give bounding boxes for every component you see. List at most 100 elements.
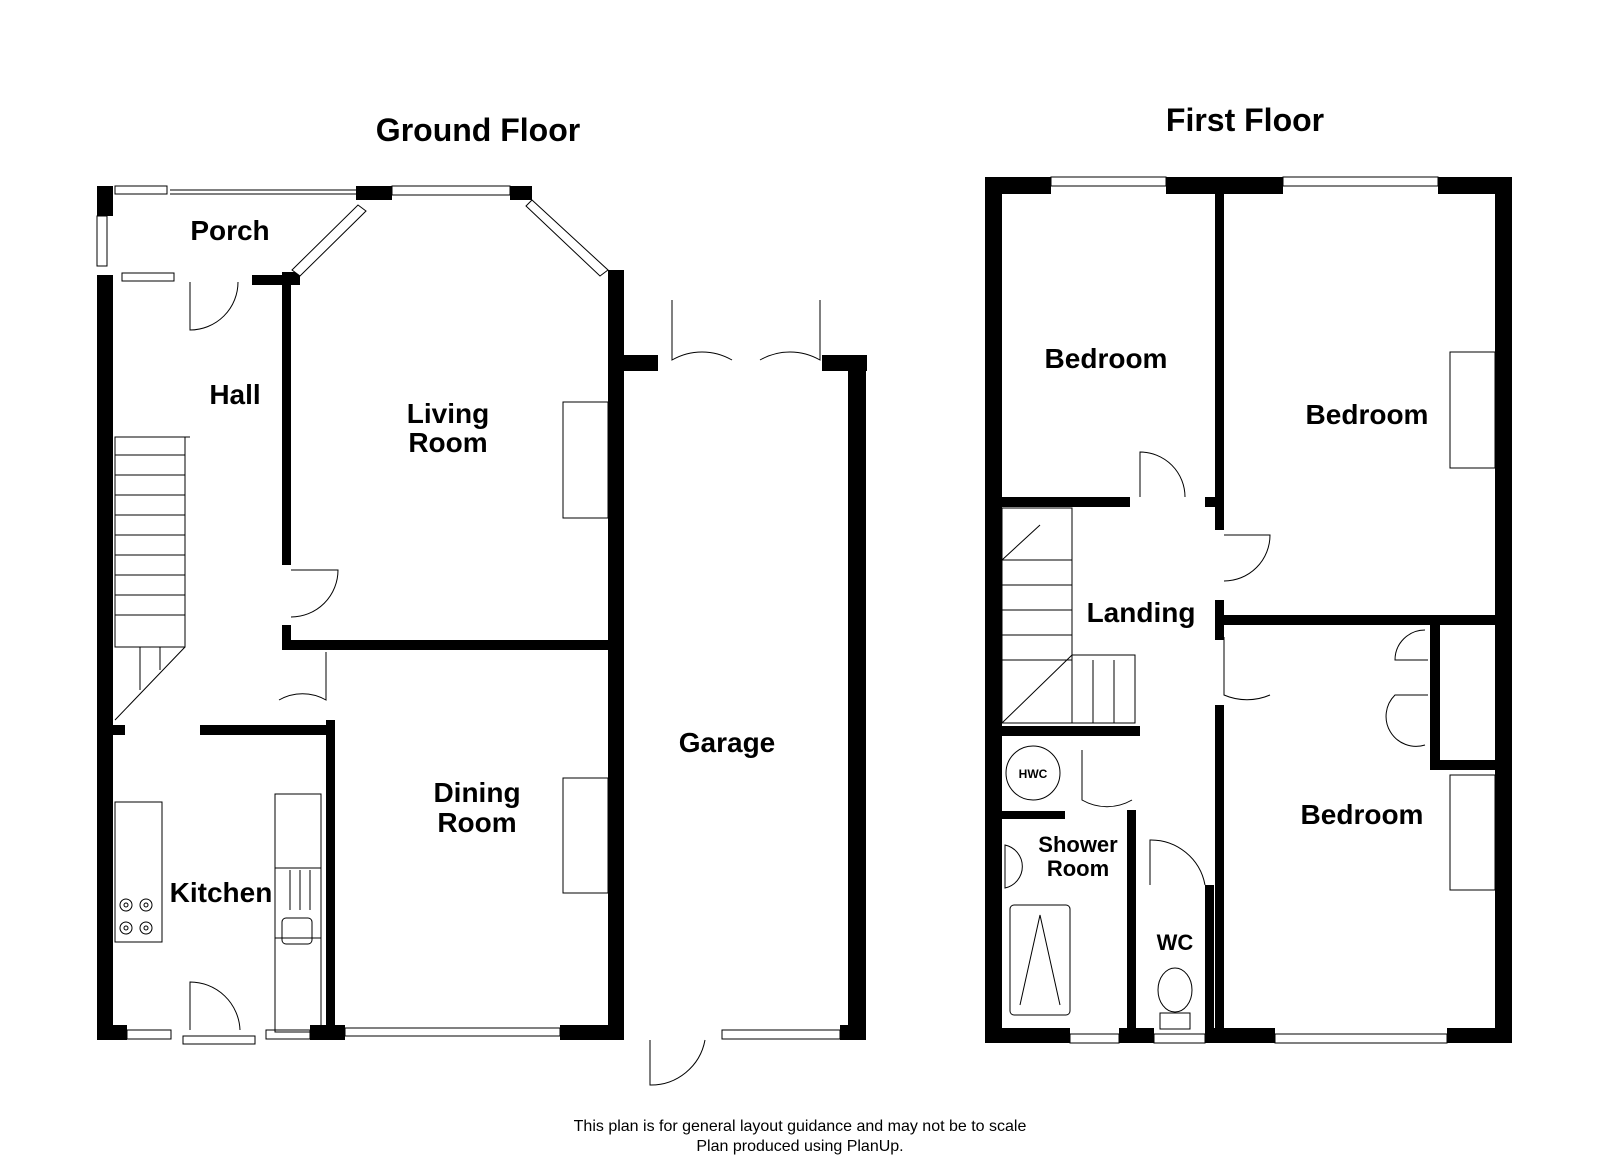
garage-side-door [649, 1039, 706, 1086]
first-top-wall-2 [1166, 177, 1283, 194]
living-top-left-wall [356, 186, 392, 200]
living-top-window [391, 185, 511, 196]
wc-left-wall [1127, 810, 1136, 1035]
dining-bottom-window [344, 1027, 561, 1037]
hwc-label: HWC [1019, 767, 1048, 781]
wc-right-wall [1205, 885, 1214, 1035]
kitchen-top-wall-left [113, 725, 125, 735]
shower-basin-icon [1004, 844, 1023, 889]
living-bay-left-window [291, 204, 367, 277]
room-label-bedroom-2: Bedroom [1306, 399, 1429, 430]
living-right-wall [608, 270, 624, 360]
wardrobe-door-bottom [1385, 694, 1428, 747]
garage-left-wall [608, 355, 624, 1040]
ground-bottom-wall-left [97, 1025, 127, 1040]
shower-tray-icon [1009, 904, 1071, 1016]
footer-credit: Plan produced using PlanUp. [696, 1138, 903, 1155]
first-top-wall-3 [1438, 177, 1512, 194]
hall-right-wall-low [282, 625, 291, 650]
bed1-right-wall [1215, 190, 1224, 530]
living-bay-right-window [525, 199, 609, 277]
room-label-shower-1: Shower [1038, 832, 1118, 857]
ground-floor-title: Ground Floor [376, 112, 580, 148]
first-right-wall [1495, 177, 1512, 1043]
ground-floor-plan: Ground Floor Porch Hall Living Room Gara… [96, 112, 867, 1086]
first-floor-plan: HWC First Floor Bedroom Bedroom Landing … [985, 102, 1512, 1044]
porch-left-window [96, 215, 108, 267]
bath-top-wall [1000, 726, 1140, 736]
living-bottom-wall [282, 640, 612, 650]
room-label-bedroom-1: Bedroom [1045, 343, 1168, 374]
room-label-dining-1: Dining [433, 777, 520, 808]
kitchen-top-wall [200, 725, 335, 735]
bed1-window [1050, 176, 1167, 187]
hall-right-wall [282, 275, 291, 565]
porch-bottom-window [121, 272, 175, 282]
porch-top-window [114, 185, 168, 195]
wardrobe-wall-bottom [1430, 760, 1500, 770]
footer-disclaimer: This plan is for general layout guidance… [574, 1118, 1027, 1135]
toilet-icon [1157, 967, 1193, 1013]
kitchen-units [114, 793, 322, 1033]
bed3-window [1274, 1033, 1448, 1044]
garage-front-door-left [671, 300, 733, 361]
bed1-bottom-wall [1000, 497, 1130, 507]
ground-staircase [114, 436, 190, 721]
shower-window [1069, 1033, 1120, 1044]
first-staircase [1001, 507, 1136, 724]
first-floor-title: First Floor [1166, 102, 1324, 138]
kitchen-back-door [182, 1035, 256, 1045]
ground-bottom-wall-right [560, 1025, 620, 1040]
ground-left-wall [97, 275, 113, 1040]
room-label-garage: Garage [679, 727, 776, 758]
room-label-hall: Hall [209, 379, 260, 410]
bed2-door [1223, 534, 1271, 582]
bed3-left-wall [1215, 705, 1224, 1035]
room-label-living-2: Room [408, 427, 487, 458]
living-bay-right-corner [608, 270, 624, 290]
garage-top-left-wall [608, 355, 658, 371]
garage-front-door-right [759, 300, 821, 361]
wardrobe-wall-right [1430, 625, 1440, 765]
room-label-wc: WC [1157, 930, 1194, 955]
room-label-porch: Porch [190, 215, 269, 246]
bed3-chimney-breast [1449, 774, 1496, 891]
first-left-wall [985, 177, 1002, 1043]
first-bottom-wall-4 [1447, 1028, 1512, 1043]
living-door [290, 569, 339, 618]
dining-left-wall [326, 720, 335, 1030]
sink-icon [281, 917, 313, 945]
hob-icon [119, 898, 153, 935]
dining-door [278, 652, 327, 701]
room-label-kitchen: Kitchen [170, 877, 273, 908]
living-top-right-wall [510, 186, 532, 200]
first-bottom-wall-1 [985, 1028, 1070, 1043]
bed1-door [1139, 451, 1186, 498]
bed1-bottom-wall-right [1205, 497, 1224, 507]
wc-door [1149, 839, 1206, 886]
porch-left-wall [97, 186, 113, 216]
kitchen-door [189, 981, 241, 1031]
bed2-bottom-wall [1215, 615, 1500, 625]
bed3-door [1223, 637, 1271, 701]
garage-bottom-wall [840, 1025, 866, 1040]
hwc-bottom-wall [1000, 811, 1065, 819]
bed2-chimney-breast [1449, 351, 1496, 469]
room-label-landing: Landing [1087, 597, 1196, 628]
wardrobe-door-top [1394, 629, 1428, 661]
first-top-wall-1 [985, 177, 1051, 194]
living-chimney-breast [562, 401, 609, 519]
room-label-bedroom-3: Bedroom [1301, 799, 1424, 830]
ground-bottom-wall-mid [310, 1025, 345, 1040]
hwc-cylinder [1005, 745, 1061, 801]
shower-door [1081, 750, 1133, 808]
dining-chimney-breast [562, 777, 609, 894]
hall-top-wall [252, 275, 292, 285]
room-label-shower-2: Room [1047, 856, 1109, 881]
garage-bottom-window [721, 1029, 841, 1040]
bed2-window [1282, 176, 1439, 187]
room-label-living-1: Living [407, 398, 489, 429]
room-label-dining-2: Room [437, 807, 516, 838]
first-bottom-wall-2 [1119, 1028, 1154, 1043]
